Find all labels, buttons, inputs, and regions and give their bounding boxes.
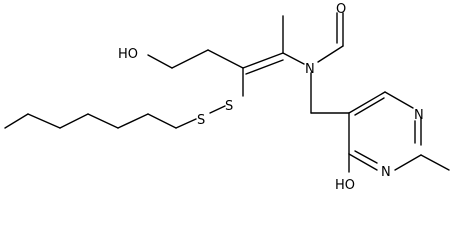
chemical-structure: HO O N S S N N HO [4, 2, 450, 193]
bond-hexyl-3 [59, 113, 89, 129]
bond-ring-c6-n1 [384, 91, 414, 109]
ring-nitrogen-label-2: N [381, 165, 391, 180]
bond-nitrogen-formyl [317, 45, 344, 63]
bond-hexyl-1 [4, 113, 29, 129]
sulfur-label-2: S [225, 99, 233, 114]
bond-alkene-nitrogen [282, 52, 305, 65]
bond-ring-c5-c6-inner [354, 97, 385, 116]
bond-ring-c2-n3 [394, 154, 422, 171]
bond-alkene [242, 52, 284, 69]
sulfur-label-1: S [197, 113, 205, 128]
bond-ch2-ch2 [171, 49, 209, 69]
bond-disulfide [209, 105, 226, 114]
ring-nitrogen-label-1: N [414, 108, 424, 123]
bond-ring-methyl [420, 154, 450, 171]
formyl-oxygen-label: O [336, 2, 346, 17]
bond-ring-n3-c4 [348, 153, 378, 171]
bond-hexyl-sulfur [175, 118, 197, 129]
bond-hexyl-4 [87, 113, 119, 129]
bond-alkene-second [245, 59, 284, 75]
amide-nitrogen-label: N [305, 62, 315, 77]
bond-ring-c5-c6 [348, 91, 386, 114]
bond-hexyl-6 [147, 113, 177, 129]
bond-alkene-ch2 [207, 49, 244, 69]
bond-ring-n3-c4-inner [354, 150, 378, 164]
bond-hexyl-2 [27, 113, 61, 129]
ring-hydroxyl-label: HO [335, 178, 355, 193]
bond-ch2-oh [147, 54, 173, 69]
hydroxyl-label: HO [118, 47, 138, 62]
bond-hexyl-5 [117, 113, 149, 129]
